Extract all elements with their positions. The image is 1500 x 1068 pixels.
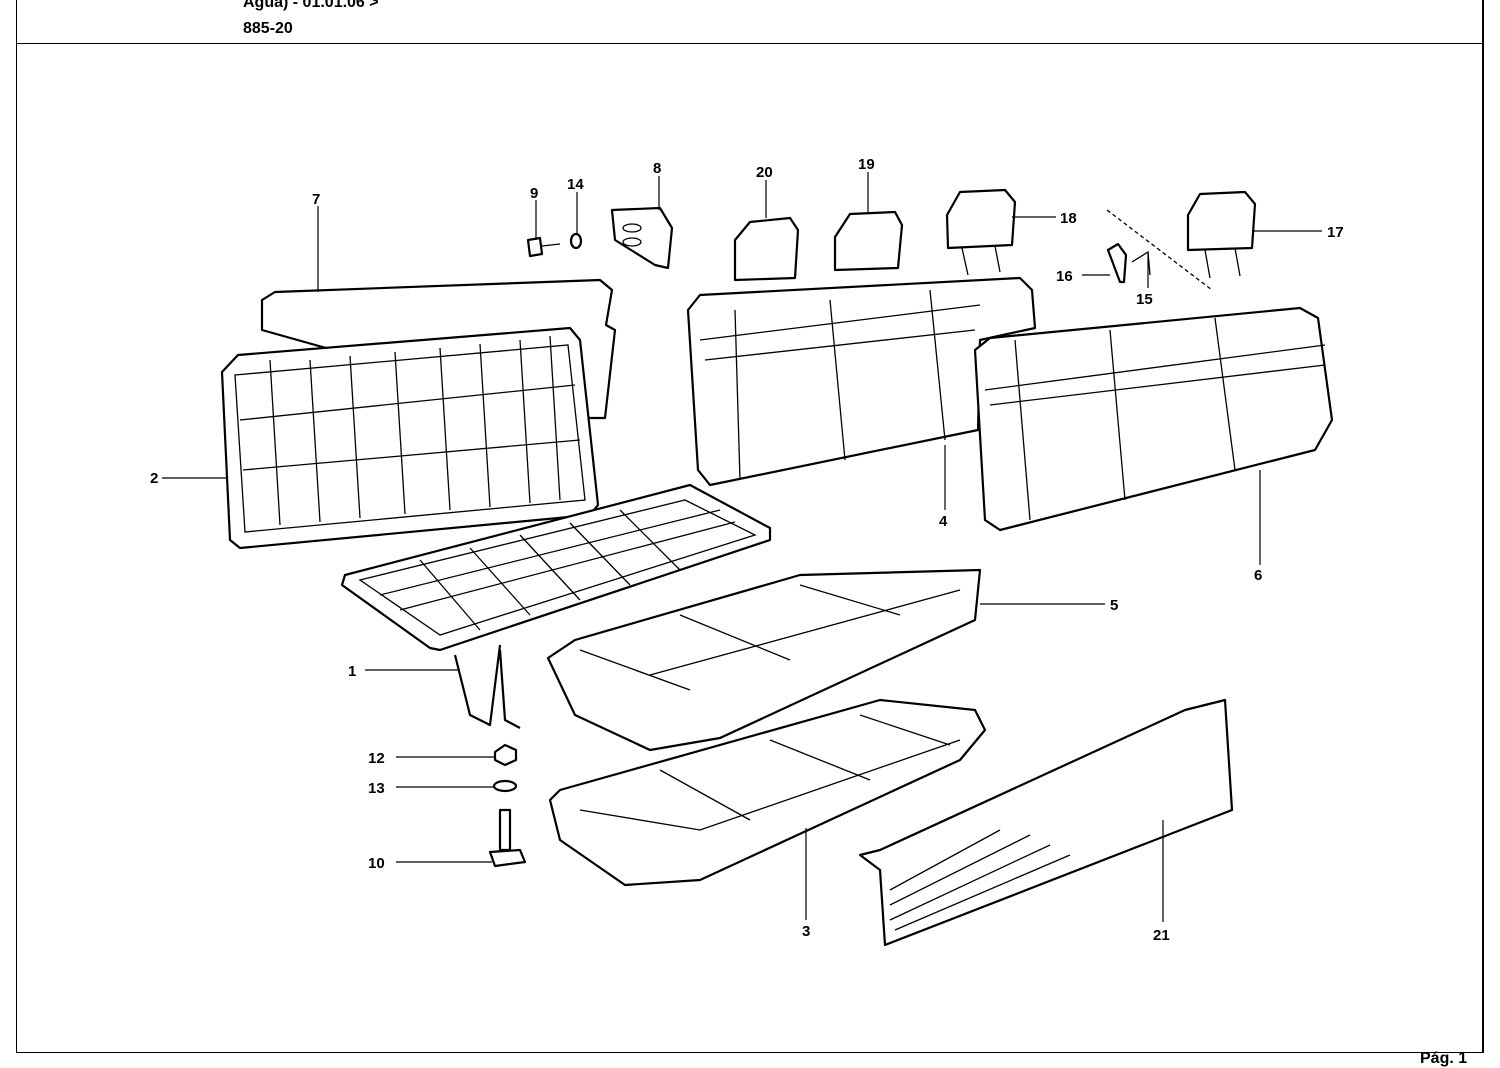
part-5-seat-cushion [546,568,982,752]
part-1-seat-frame [340,483,772,729]
callout-12: 12 [368,750,385,767]
part-16-screw [1106,242,1128,284]
callout-18: 18 [1060,210,1077,227]
part-19-headrest [833,210,904,272]
part-10-bolt [488,808,527,868]
part-21-side-trim [858,698,1234,947]
header-right-border [1482,0,1484,43]
callout-20: 20 [756,164,773,181]
callout-9: 9 [530,185,538,202]
callout-8: 8 [653,160,661,177]
header: Agua) - 01.01.06 > 885-20 [0,0,1500,44]
part-12-nut [493,743,518,767]
page-number: Pág. 1 [1420,1050,1468,1067]
callout-14: 14 [567,176,584,193]
callout-1: 1 [348,663,356,680]
part-18-headrest [945,188,1017,276]
part-2-back-frame [220,326,600,550]
header-section-code: 885-20 [243,20,293,37]
header-left-border [16,0,17,43]
callout-19: 19 [858,156,875,173]
part-17-headrest [1186,190,1257,279]
part-6-front-backrest [973,306,1334,532]
diagram-frame [16,43,1484,1053]
header-title-line1: Agua) - 01.01.06 > [243,0,379,11]
callout-5: 5 [1110,597,1118,614]
callout-15: 15 [1136,291,1153,308]
callout-13: 13 [368,780,385,797]
part-14-washer [569,232,583,250]
callout-10: 10 [368,855,385,872]
callout-17: 17 [1327,224,1344,241]
part-4-backrest [686,276,1037,487]
callout-4: 4 [939,513,948,530]
callout-3: 3 [802,923,810,940]
part-8-bracket [610,206,674,270]
callout-6: 6 [1254,567,1262,584]
callout-2: 2 [150,470,158,487]
callout-21: 21 [1153,927,1170,944]
callout-labels: 1 2 3 4 5 6 7 8 9 10 12 13 14 15 16 17 1… [150,156,1344,944]
part-13-washer [492,779,518,793]
callout-16: 16 [1056,268,1073,285]
leader-lines [162,172,1322,922]
part-20-headrest [733,216,800,282]
part-9-screw [526,236,561,258]
part-3-seat-base [548,698,987,887]
callout-7: 7 [312,191,320,208]
